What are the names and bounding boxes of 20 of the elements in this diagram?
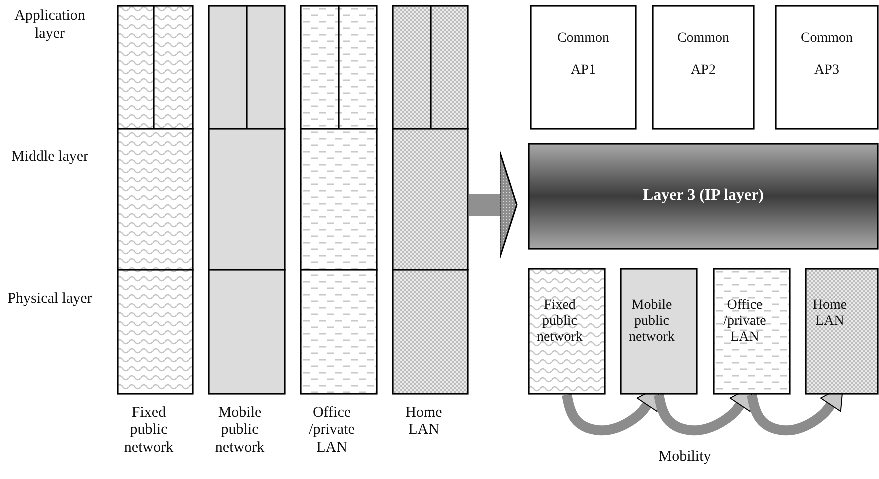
layer-label: Physical layer bbox=[6, 290, 94, 308]
box-label: AP3 bbox=[814, 63, 840, 80]
box-label: AP2 bbox=[690, 63, 717, 80]
box-label: Fixed public network bbox=[536, 298, 584, 346]
box-label: Common bbox=[800, 31, 854, 48]
box-label: Home LAN bbox=[812, 298, 848, 330]
box-label: Common bbox=[556, 31, 611, 48]
box-label: Office /private LAN bbox=[722, 298, 768, 346]
box-label: Mobile public network bbox=[628, 298, 676, 346]
block-arrow bbox=[469, 151, 518, 259]
column-label: Office /private LAN bbox=[308, 405, 356, 457]
column-label: Home LAN bbox=[404, 405, 444, 440]
column-label: Mobile public network bbox=[214, 405, 266, 457]
layer-label: Middle layer bbox=[10, 148, 90, 166]
caption: Mobility bbox=[658, 448, 712, 466]
band-label: Layer 3 (IP layer) bbox=[642, 187, 765, 206]
box-label: AP1 bbox=[570, 63, 597, 80]
column-label: Fixed public network bbox=[123, 405, 175, 457]
layer-label: Application layer bbox=[14, 7, 86, 43]
box-label: Common bbox=[676, 31, 731, 48]
